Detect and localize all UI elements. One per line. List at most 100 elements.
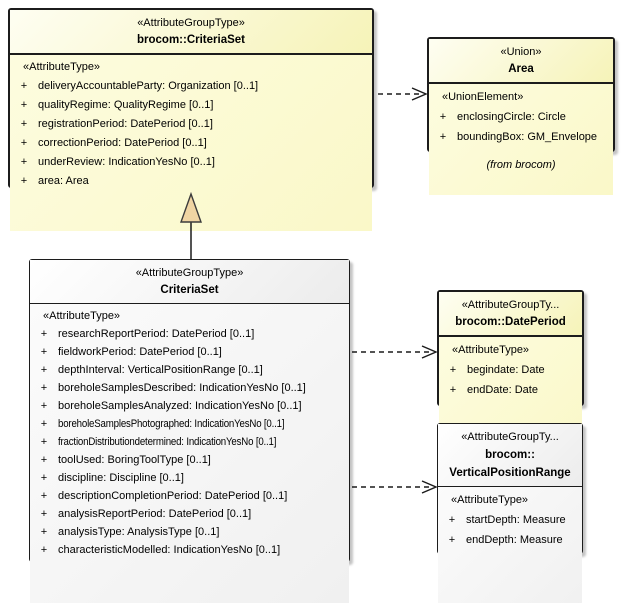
visibility-sign: + xyxy=(449,364,457,376)
attribute-text: begindate: Date xyxy=(467,364,545,376)
attribute-row: +analysisType: AnalysisType [0..1] xyxy=(30,523,349,541)
visibility-sign: + xyxy=(448,534,456,546)
attribute-row: + startDepth: Measure xyxy=(438,510,582,530)
visibility-sign: + xyxy=(40,454,48,466)
attribute-row: +correctionPeriod: DatePeriod [0..1] xyxy=(10,134,372,153)
box-header: «AttributeGroupTy... brocom::DatePeriod xyxy=(439,292,582,337)
stereotype-label: «AttributeGroupType» xyxy=(137,17,245,29)
compartment-label: «AttributeType» xyxy=(23,61,101,73)
attribute-list: + startDepth: Measure +endDepth: Measure xyxy=(438,510,582,550)
visibility-sign: + xyxy=(40,490,48,502)
attribute-text: fractionDistributiondetermined: Indicati… xyxy=(58,436,277,448)
dependency-arrow-criteriaset-to-dateperiod xyxy=(352,345,438,359)
attribute-row: + researchReportPeriod: DatePeriod [0..1] xyxy=(30,325,349,343)
attribute-text: endDate: Date xyxy=(467,384,538,396)
attribute-list: +enclosingCircle: Circle + boundingBox: GM… xyxy=(429,107,613,147)
attribute-text: analysisReportPeriod: DatePeriod [0..1] xyxy=(58,508,252,520)
class-title: brocom::DatePeriod xyxy=(455,316,566,328)
class-title-line1: brocom:: xyxy=(485,449,535,461)
attributes-compartment: «AttributeType» +researchReportPeriod: D… xyxy=(30,304,349,603)
attribute-text: researchReportPeriod: DatePeriod [0..1] xyxy=(58,328,255,340)
attribute-row: + boreholeSamplesDescribed: IndicationYes… xyxy=(30,379,349,397)
visibility-sign: + xyxy=(40,436,48,448)
visibility-sign: + xyxy=(448,514,456,526)
compartment-label: «AttributeType» xyxy=(452,344,530,356)
visibility-sign: + xyxy=(20,175,28,187)
visibility-sign: + xyxy=(439,131,447,143)
attribute-text: depthInterval: VerticalPositionRange [0.… xyxy=(58,364,263,376)
class-box-brocom-criteriaset: «AttributeGroupType» brocom::CriteriaSet… xyxy=(8,8,374,231)
attribute-list: + begindate: Date + endDate: Date xyxy=(439,360,582,400)
visibility-sign: + xyxy=(40,544,48,556)
attribute-row: + characteristicModelled: IndicationYesNo… xyxy=(30,541,349,559)
attribute-text: boreholeSamplesDescribed: IndicationYesN… xyxy=(58,382,306,394)
visibility-sign: + xyxy=(40,382,48,394)
attribute-row: + descriptionCompletionPeriod: DatePeriod… xyxy=(30,487,349,505)
box-header: «AttributeGroupType» CriteriaSet xyxy=(30,260,349,304)
attribute-row: + underReview: IndicationYesNo [0..1] xyxy=(10,153,372,172)
visibility-sign: + xyxy=(449,384,457,396)
stereotype-label: «Union» xyxy=(500,46,542,58)
box-header: «AttributeGroupType» brocom::CriteriaSet xyxy=(10,10,372,55)
visibility-sign: + xyxy=(20,156,28,168)
class-title: CriteriaSet xyxy=(160,284,219,296)
attribute-text: qualityRegime: QualityRegime [0..1] xyxy=(38,99,214,111)
dependency-arrow-criteriaset-to-verticalpositionrange xyxy=(352,480,438,494)
attribute-text: area: Area xyxy=(38,175,89,187)
visibility-sign: + xyxy=(40,364,48,376)
attribute-text: toolUsed: BoringToolType [0..1] xyxy=(58,454,211,466)
attribute-row: + area: Area xyxy=(10,172,372,191)
attributes-compartment: «AttributeType» + deliveryAccountablePart… xyxy=(10,55,372,231)
attribute-row: + boundingBox: GM_Envelope xyxy=(429,127,613,147)
compartment-label: «UnionElement» xyxy=(442,91,524,103)
attribute-text: characteristicModelled: IndicationYesNo … xyxy=(58,544,281,556)
class-box-criteriaset: «AttributeGroupType» CriteriaSet «Attrib… xyxy=(29,259,350,603)
visibility-sign: + xyxy=(40,508,48,520)
visibility-sign: + xyxy=(20,80,28,92)
attribute-row: + endDate: Date xyxy=(439,380,582,400)
class-title-line2: VerticalPositionRange xyxy=(449,467,571,479)
attribute-text: descriptionCompletionPeriod: DatePeriod … xyxy=(58,490,288,502)
attribute-row: + fieldworkPeriod: DatePeriod [0..1] xyxy=(30,343,349,361)
attribute-row: + toolUsed: BoringToolType [0..1] xyxy=(30,451,349,469)
attribute-text: deliveryAccountableParty: Organization [… xyxy=(38,80,259,92)
visibility-sign: + xyxy=(20,137,28,149)
attribute-text: fieldworkPeriod: DatePeriod [0..1] xyxy=(58,346,222,358)
attribute-list: + researchReportPeriod: DatePeriod [0..1]… xyxy=(30,325,349,559)
attribute-row: + deliveryAccountableParty: Organization … xyxy=(10,77,372,96)
class-box-area: «Union» Area «UnionElement» +enclosingCi… xyxy=(427,37,615,195)
class-box-brocom-verticalpositionrange: «AttributeGroupTy... brocom:: VerticalPo… xyxy=(437,423,583,603)
attribute-text: boreholeSamplesPhotographed: IndicationY… xyxy=(58,418,285,430)
from-package-caption: (from brocom) xyxy=(486,159,556,171)
attributes-compartment: «UnionElement» +enclosingCircle: Circle+… xyxy=(429,84,613,195)
class-title: Area xyxy=(508,63,534,75)
attribute-text: discipline: Discipline [0..1] xyxy=(58,472,184,484)
dependency-arrow-brocom-criteriaset-to-area xyxy=(378,87,428,101)
attribute-row: + begindate: Date xyxy=(439,360,582,380)
box-header: «Union» Area xyxy=(429,39,613,84)
attribute-row: +enclosingCircle: Circle xyxy=(429,107,613,127)
visibility-sign: + xyxy=(20,99,28,111)
attribute-text: analysisType: AnalysisType [0..1] xyxy=(58,526,220,538)
attribute-text: boundingBox: GM_Envelope xyxy=(457,131,598,143)
attribute-row: +boreholeSamplesAnalyzed: IndicationYesN… xyxy=(30,397,349,415)
attribute-row: +registrationPeriod: DatePeriod [0..1] xyxy=(10,115,372,134)
stereotype-label: «AttributeGroupTy... xyxy=(461,299,560,311)
attribute-text: startDepth: Measure xyxy=(466,514,566,526)
attribute-text: boreholeSamplesAnalyzed: IndicationYesNo… xyxy=(58,400,302,412)
attribute-text: underReview: IndicationYesNo [0..1] xyxy=(38,156,215,168)
visibility-sign: + xyxy=(20,118,28,130)
attributes-compartment: «AttributeType» + startDepth: Measure +end… xyxy=(438,487,582,603)
attribute-row: + discipline: Discipline [0..1] xyxy=(30,469,349,487)
attribute-row: + analysisReportPeriod: DatePeriod [0..1] xyxy=(30,505,349,523)
class-title: brocom::CriteriaSet xyxy=(137,34,245,46)
attribute-row: +endDepth: Measure xyxy=(438,530,582,550)
visibility-sign: + xyxy=(40,472,48,484)
stereotype-label: «AttributeGroupType» xyxy=(135,267,244,279)
compartment-label: «AttributeType» xyxy=(451,494,529,506)
stereotype-label: «AttributeGroupTy... xyxy=(461,431,559,443)
attribute-list: + deliveryAccountableParty: Organization … xyxy=(10,77,372,191)
visibility-sign: + xyxy=(40,346,48,358)
visibility-sign: + xyxy=(40,328,48,340)
